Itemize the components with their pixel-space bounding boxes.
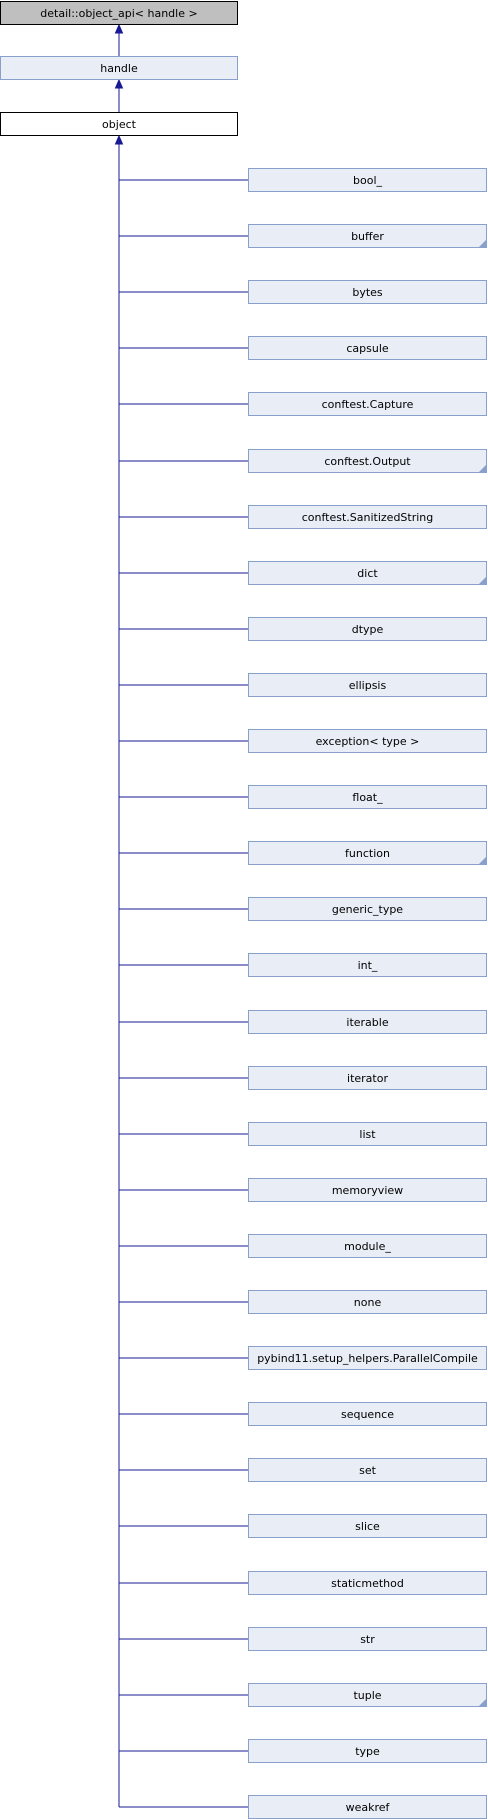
derived-node-bool[interactable]: bool_ — [248, 168, 487, 192]
derived-node-pybind11-setup-helpers-parallelcompile[interactable]: pybind11.setup_helpers.ParallelCompile — [248, 1346, 487, 1370]
node-label: staticmethod — [331, 1576, 404, 1590]
derived-node-sequence[interactable]: sequence — [248, 1402, 487, 1426]
node-label: type — [355, 1744, 380, 1758]
node-label: int_ — [357, 958, 378, 972]
ancestor-node-handle[interactable]: handle — [0, 56, 238, 80]
node-label: bool_ — [353, 173, 382, 187]
derived-node-generic-type[interactable]: generic_type — [248, 897, 487, 921]
derived-node-list[interactable]: list — [248, 1122, 487, 1146]
derived-node-iterable[interactable]: iterable — [248, 1010, 487, 1034]
derived-node-ellipsis[interactable]: ellipsis — [248, 673, 487, 697]
derived-node-float[interactable]: float_ — [248, 785, 487, 809]
node-label: ellipsis — [348, 678, 387, 692]
node-label: slice — [355, 1519, 380, 1533]
derived-node-weakref[interactable]: weakref — [248, 1795, 487, 1819]
derived-node-set[interactable]: set — [248, 1458, 487, 1482]
node-label: str — [360, 1632, 375, 1646]
node-label: memoryview — [331, 1183, 404, 1197]
node-label: pybind11.setup_helpers.ParallelCompile — [257, 1351, 478, 1365]
derived-node-slice[interactable]: slice — [248, 1514, 487, 1538]
node-label: list — [359, 1127, 376, 1141]
derived-node-function[interactable]: function — [248, 841, 487, 865]
node-label: dict — [357, 566, 378, 580]
node-label: handle — [100, 61, 138, 75]
derived-node-iterator[interactable]: iterator — [248, 1066, 487, 1090]
current-node-object: object — [0, 112, 238, 136]
derived-node-int[interactable]: int_ — [248, 953, 487, 977]
derived-node-dict[interactable]: dict — [248, 561, 487, 585]
node-label: generic_type — [331, 902, 404, 916]
derived-node-tuple[interactable]: tuple — [248, 1683, 487, 1707]
derived-node-conftest-sanitizedstring[interactable]: conftest.SanitizedString — [248, 505, 487, 529]
node-label: function — [345, 846, 390, 860]
derived-node-memoryview[interactable]: memoryview — [248, 1178, 487, 1202]
derived-node-conftest-output[interactable]: conftest.Output — [248, 449, 487, 473]
node-label: module_ — [344, 1239, 391, 1253]
node-label: buffer — [351, 229, 384, 243]
node-label: bytes — [352, 285, 383, 299]
node-label: exception< type > — [315, 734, 420, 748]
arrowhead-handle — [114, 78, 124, 89]
node-label: sequence — [340, 1407, 394, 1421]
node-label: object — [102, 117, 136, 131]
derived-node-staticmethod[interactable]: staticmethod — [248, 1571, 487, 1595]
node-label: none — [353, 1295, 382, 1309]
node-label: detail::object_api< handle > — [40, 6, 198, 20]
arrowhead-object-api — [114, 23, 124, 34]
node-label: weakref — [345, 1800, 390, 1814]
node-label: set — [359, 1463, 376, 1477]
node-label: capsule — [346, 341, 389, 355]
node-label: tuple — [353, 1688, 382, 1702]
derived-node-str[interactable]: str — [248, 1627, 487, 1651]
node-label: float_ — [352, 790, 383, 804]
arrowhead-object — [114, 134, 124, 145]
ancestor-node-object-api[interactable]: detail::object_api< handle > — [0, 1, 238, 25]
node-label: conftest.SanitizedString — [301, 510, 434, 524]
derived-node-capsule[interactable]: capsule — [248, 336, 487, 360]
derived-node-type[interactable]: type — [248, 1739, 487, 1763]
derived-node-module[interactable]: module_ — [248, 1234, 487, 1258]
node-label: conftest.Output — [324, 454, 411, 468]
node-label: iterator — [347, 1071, 388, 1085]
derived-node-bytes[interactable]: bytes — [248, 280, 487, 304]
node-label: iterable — [346, 1015, 389, 1029]
derived-node-none[interactable]: none — [248, 1290, 487, 1314]
derived-node-dtype[interactable]: dtype — [248, 617, 487, 641]
derived-node-buffer[interactable]: buffer — [248, 224, 487, 248]
derived-node-exception-type[interactable]: exception< type > — [248, 729, 487, 753]
node-label: dtype — [351, 622, 384, 636]
derived-node-conftest-capture[interactable]: conftest.Capture — [248, 392, 487, 416]
node-label: conftest.Capture — [321, 397, 414, 411]
